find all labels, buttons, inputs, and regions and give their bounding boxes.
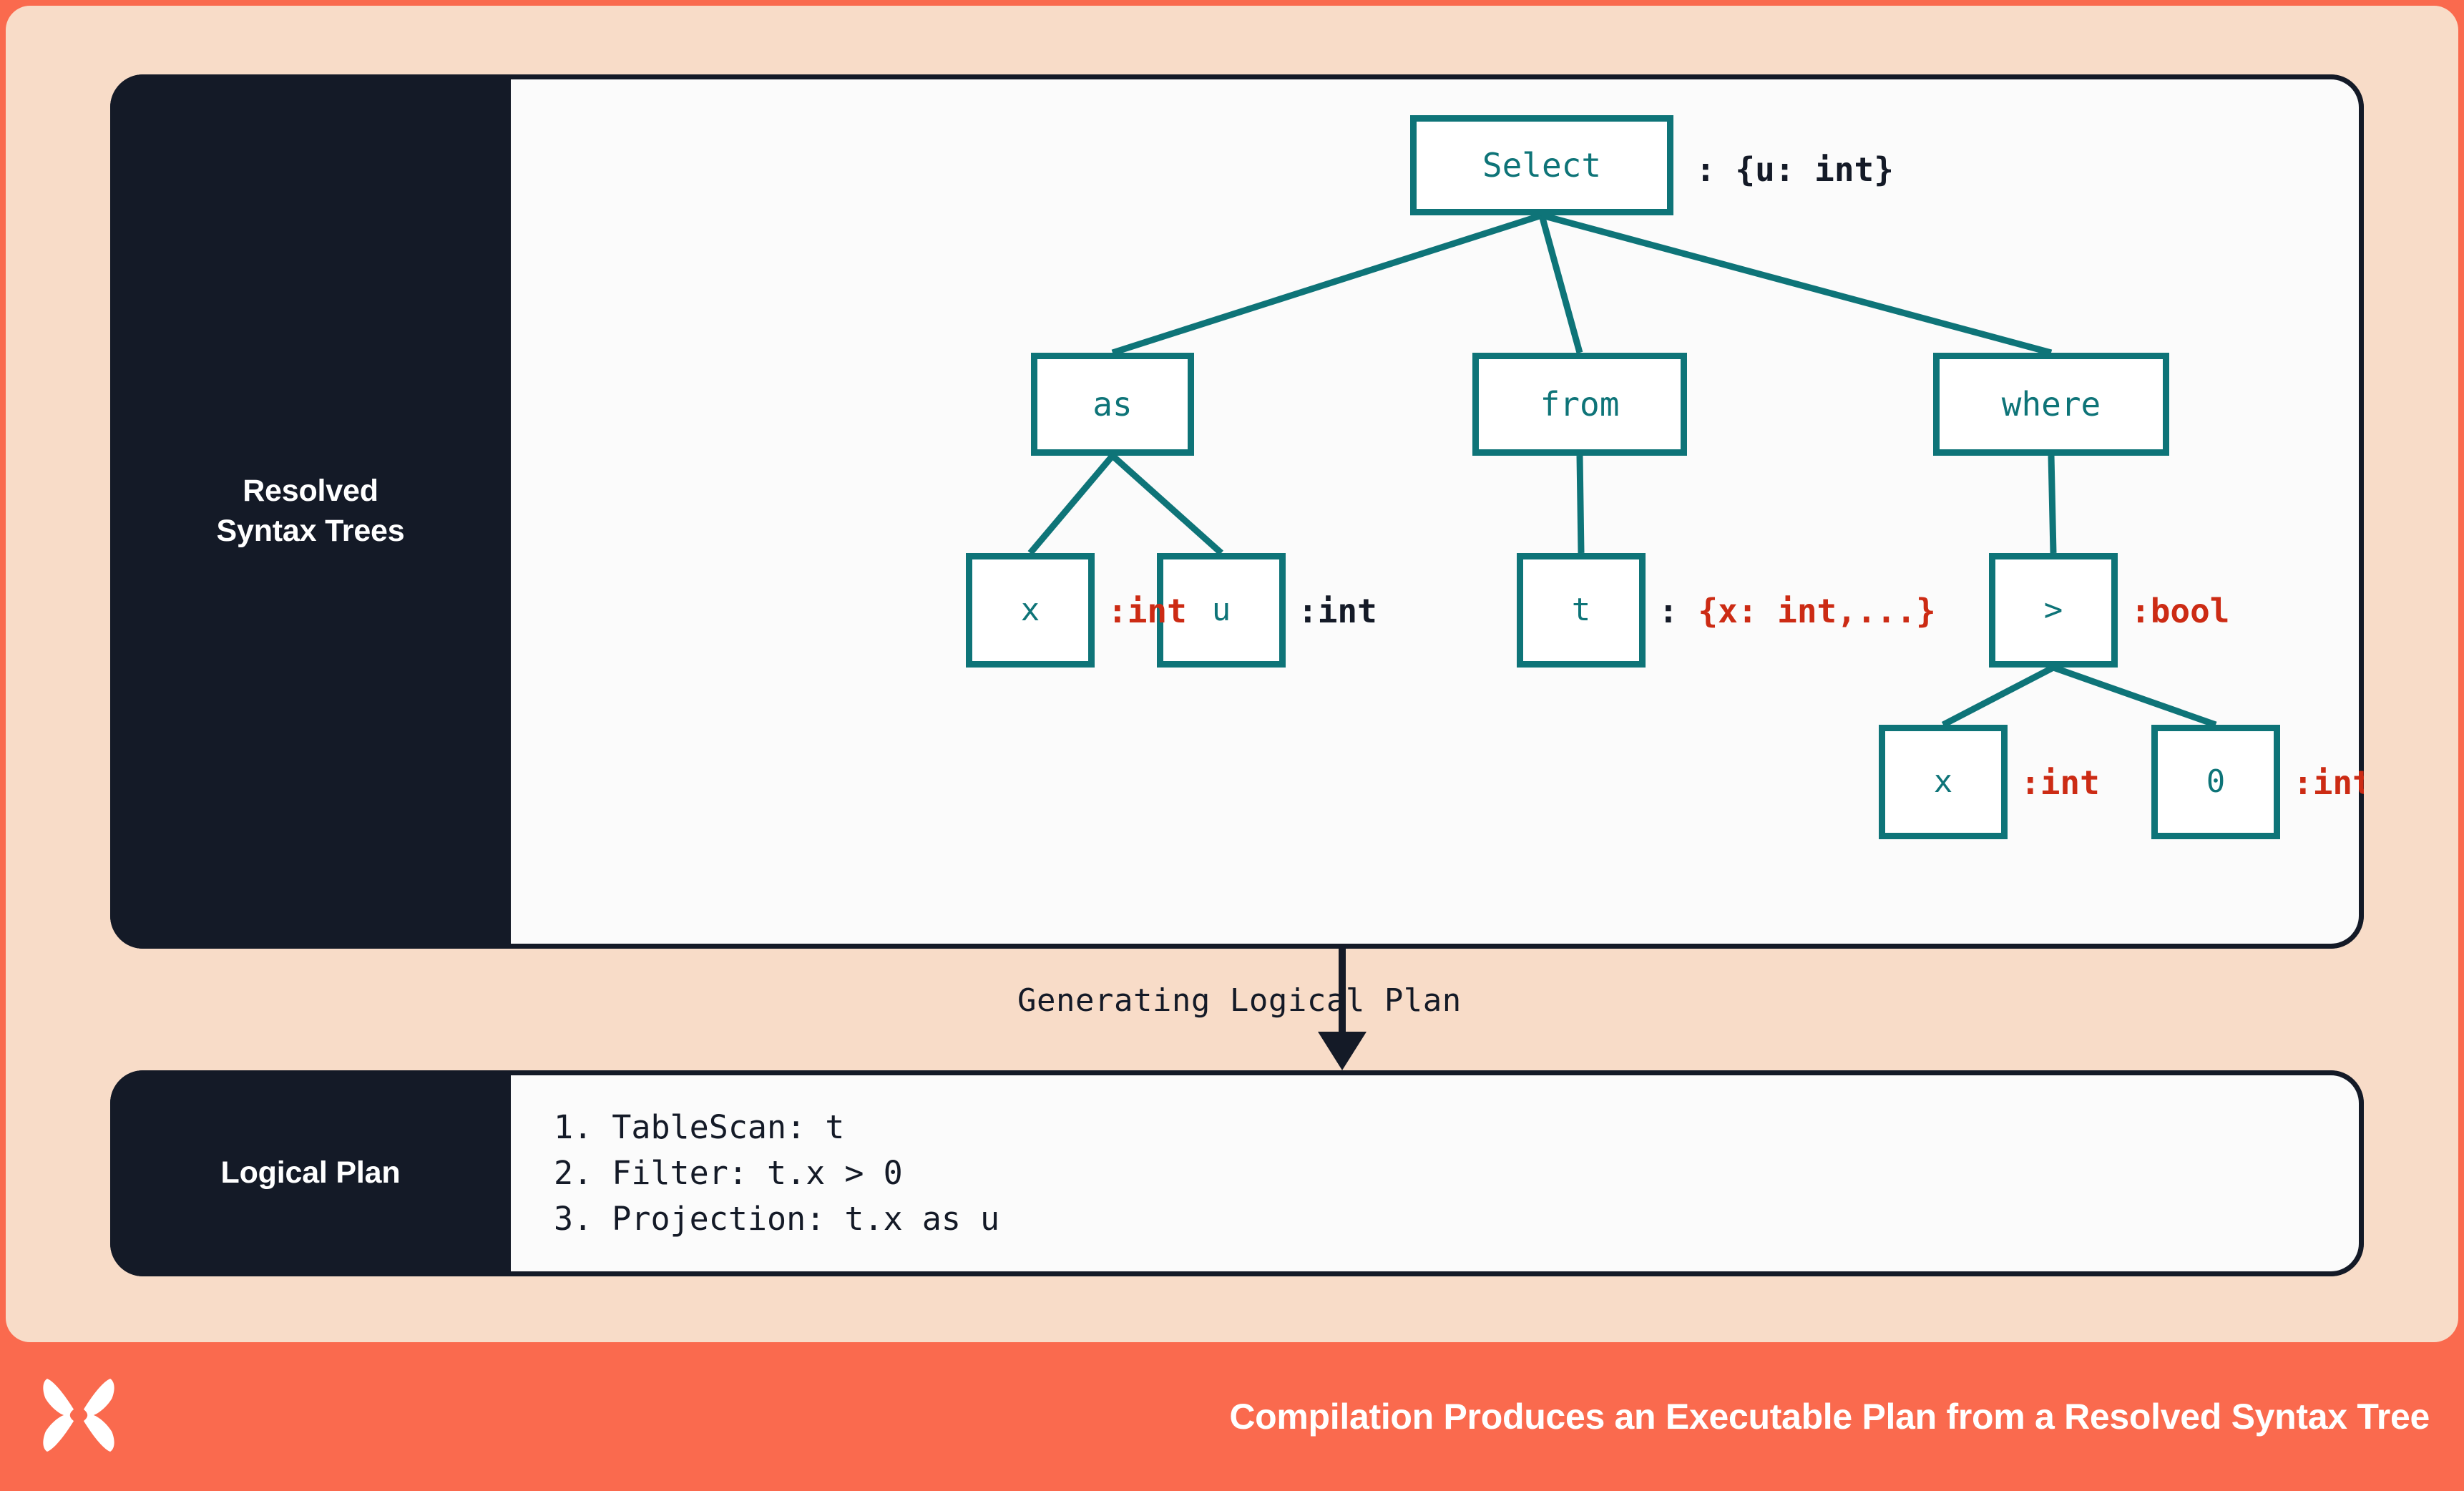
footer-bar: Compilation Produces an Executable Plan … <box>0 1342 2464 1491</box>
tree-node-as-u: u <box>1157 553 1286 668</box>
tree-node-label: 0 <box>2206 763 2226 800</box>
butterfly-x-logo-icon <box>43 1378 114 1452</box>
type-annotation-part: {x: int,...} <box>1698 592 1936 630</box>
resolved-syntax-trees-label: Resolved Syntax Trees <box>217 471 405 552</box>
tree-node-from-t: t <box>1517 553 1646 668</box>
rail-label-line1: Resolved <box>243 474 378 509</box>
rail-label-line2: Syntax Trees <box>216 514 405 548</box>
tree-edge <box>1941 665 2055 728</box>
logical-plan-body: 1. TableScan: t 2. Filter: t.x > 0 3. Proj… <box>511 1070 2364 1276</box>
type-annotation-part: : <box>1658 592 1698 630</box>
tree-node-gt-0: 0 <box>2151 725 2280 839</box>
pipeline-connector: Generating Logical Plan <box>110 949 2364 1070</box>
connector-label: Generating Logical Plan <box>1017 982 1462 1019</box>
connector-arrow-icon <box>1318 949 1367 1070</box>
tree-edge <box>2052 664 2217 728</box>
tree-node-label: x <box>1020 592 1040 628</box>
type-annotation-select: : {u: int} <box>1696 153 1894 186</box>
tree-node-gt-x: x <box>1879 725 2008 839</box>
tree-edge <box>1111 212 1543 356</box>
tree-edge <box>1538 214 1583 354</box>
poster-frame: Resolved Syntax Trees Select as from where x… <box>6 6 2458 1342</box>
resolved-syntax-trees-body: Select as from where x u t > x 0 : {u: int} :int :in… <box>511 74 2364 949</box>
tree-node-label: where <box>2001 385 2101 424</box>
logical-plan-rail: Logical Plan <box>110 1070 511 1276</box>
type-annotation-part: :int <box>1108 592 1187 630</box>
tree-edge <box>1576 455 1585 554</box>
tree-node-where: where <box>1933 353 2169 456</box>
type-annotation-part: :bool <box>2131 592 2230 630</box>
tree-node-label: > <box>2043 592 2063 628</box>
tree-edge <box>1110 453 1224 556</box>
syntax-tree-canvas: Select as from where x u t > x 0 : {u: int} :int :in… <box>511 79 2364 944</box>
logical-plan-step: 1. TableScan: t <box>554 1108 845 1147</box>
type-annotation-gt: :bool <box>2131 595 2229 627</box>
tree-node-label: u <box>1211 592 1231 628</box>
logical-plan-steps: 1. TableScan: t 2. Filter: t.x > 0 3. Proj… <box>511 1105 999 1242</box>
logical-plan-step: 2. Filter: t.x > 0 <box>554 1154 903 1193</box>
type-annotation-part: :int <box>1298 592 1377 630</box>
resolved-syntax-trees-panel: Resolved Syntax Trees Select as from where x… <box>110 74 2364 949</box>
tree-node-label: from <box>1540 385 1620 424</box>
tree-edge <box>1027 454 1115 555</box>
type-annotation-as-u: :int <box>1298 595 1377 627</box>
logical-plan-panel: Logical Plan 1. TableScan: t 2. Filter: t… <box>110 1070 2364 1276</box>
footer-caption: Compilation Produces an Executable Plan … <box>1229 1397 2430 1437</box>
type-annotation-part: : {u: int} <box>1696 150 1894 189</box>
tree-node-label: as <box>1092 385 1133 424</box>
tree-edge <box>1540 212 2053 356</box>
resolved-syntax-trees-rail: Resolved Syntax Trees <box>110 74 511 949</box>
tree-node-from: from <box>1472 353 1687 456</box>
tree-node-as-x: x <box>966 553 1095 668</box>
type-annotation-part: :int <box>2020 763 2100 802</box>
tree-node-label: x <box>1933 763 1953 800</box>
tree-node-gt: > <box>1989 553 2118 668</box>
tree-edge <box>2048 455 2057 554</box>
logical-plan-label: Logical Plan <box>220 1155 401 1191</box>
type-annotation-gt-0: :int <box>2293 766 2364 799</box>
type-annotation-as-x: :int <box>1108 595 1187 627</box>
tree-node-select: Select <box>1410 115 1673 215</box>
tree-node-label: Select <box>1482 146 1602 185</box>
tree-node-as: as <box>1031 353 1194 456</box>
type-annotation-part: :int <box>2293 763 2364 802</box>
logical-plan-step: 3. Projection: t.x as u <box>554 1199 1000 1238</box>
tree-node-label: t <box>1571 592 1591 628</box>
syntax-tree-edges <box>1027 212 2217 728</box>
type-annotation-gt-x: :int <box>2020 766 2100 799</box>
type-annotation-from-t: : {x: int,...} <box>1658 595 1936 627</box>
